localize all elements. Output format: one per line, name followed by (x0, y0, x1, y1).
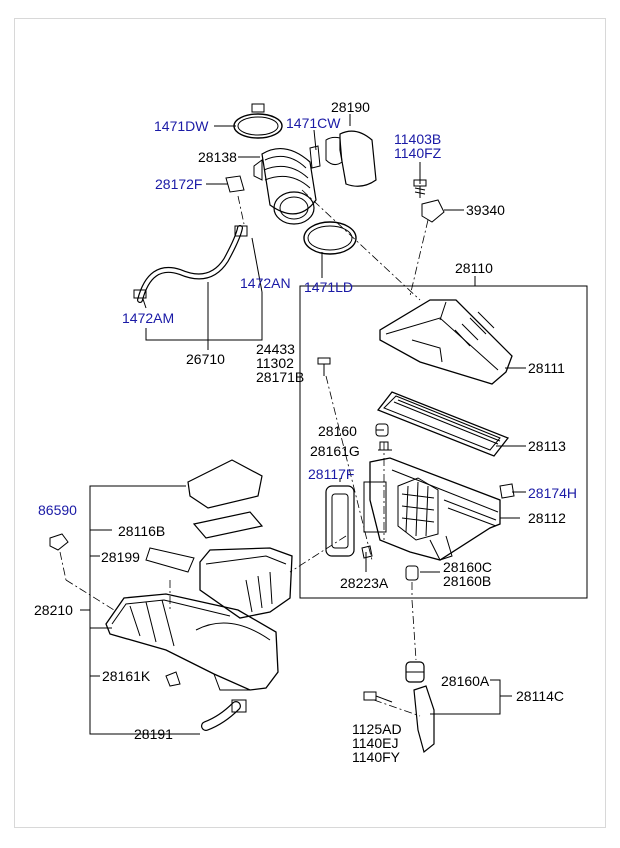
label-28161G: 28161G (310, 443, 360, 459)
seal-28199 (145, 547, 195, 573)
label-24433: 24433 (256, 341, 295, 357)
label-1140FZ: 1140FZ (394, 145, 442, 161)
clamp-1471ld (303, 221, 357, 255)
align-3 (409, 219, 429, 297)
align-11 (373, 699, 421, 717)
label-28161K: 28161K (102, 668, 151, 684)
label-28113: 28113 (528, 438, 566, 454)
label-39340: 39340 (466, 202, 505, 218)
hose-28174h (499, 483, 515, 499)
part-28223a (361, 545, 373, 559)
pin-28161g (379, 441, 389, 451)
nut-86590 (49, 533, 69, 551)
label-28111: 28111 (528, 360, 565, 376)
grommet-28160c (405, 565, 419, 581)
bolt-11403b (413, 179, 427, 198)
pad-28116b (192, 511, 264, 539)
align-2 (237, 195, 245, 225)
leader-1472AN (251, 237, 263, 293)
label-28172F: 28172F (155, 176, 203, 192)
bracket-26710 (145, 292, 263, 341)
label-28171B: 28171B (256, 369, 305, 385)
label-28112: 28112 (528, 510, 566, 526)
label-1125AD: 1125AD (352, 721, 402, 737)
hose-26710-clip (133, 289, 147, 299)
label-28160A: 28160A (441, 673, 490, 689)
label-28191: 28191 (134, 726, 173, 742)
duct-28210 (105, 547, 293, 691)
hose-28191-end (231, 699, 247, 713)
clip-1471cw (309, 145, 321, 169)
label-28160: 28160 (318, 423, 357, 439)
case-28112 (363, 457, 501, 561)
align-6 (289, 535, 347, 573)
clamp-1471dw-inner (237, 116, 279, 136)
clamp-1471ld-inner (307, 225, 353, 251)
part-28161k (165, 671, 181, 687)
bolt-1125ad (363, 691, 393, 703)
label-28138: 28138 (198, 149, 237, 165)
label-1471DW: 1471DW (154, 118, 209, 134)
label-1471CW: 1471CW (286, 115, 341, 131)
label-28117F: 28117F (308, 466, 355, 482)
bracket-28114C (430, 679, 501, 715)
label-28114C: 28114C (516, 688, 565, 704)
align-7 (59, 551, 67, 581)
label-28199: 28199 (101, 549, 140, 565)
diagram-frame (14, 18, 606, 828)
label-1471LD: 1471LD (304, 279, 354, 295)
label-26710: 26710 (186, 351, 225, 367)
label-28110: 28110 (455, 260, 493, 276)
label-28174H: 28174H (528, 485, 578, 501)
bracket-28114c (413, 685, 435, 754)
align-1 (301, 189, 421, 301)
label-86590: 86590 (38, 502, 77, 518)
connector-28172f (225, 175, 245, 193)
label-28160B: 28160B (443, 573, 492, 589)
clamp-1471dw (233, 113, 283, 139)
grommet-28160 (375, 423, 389, 437)
seal-28117f (325, 485, 355, 557)
label-28190: 28190 (331, 99, 370, 115)
label-11403B: 11403B (394, 131, 442, 147)
label-28160C: 28160C (443, 559, 493, 575)
label-28223A: 28223A (340, 575, 389, 591)
sensor-39340 (421, 199, 445, 223)
label-1140EJ: 1140EJ (352, 735, 399, 751)
label-1472AM: 1472AM (122, 310, 175, 326)
duct-28190 (325, 130, 377, 187)
label-1140FY: 1140FY (352, 749, 400, 765)
label-28116B: 28116B (118, 523, 166, 539)
hose-26710-end (234, 225, 248, 237)
filter-28113 (376, 391, 510, 457)
align-9 (411, 599, 417, 661)
hose-28138 (253, 147, 317, 225)
clamp-1471dw-screw (251, 103, 265, 113)
cover-28111 (379, 299, 513, 385)
align-8 (65, 579, 115, 611)
cover-duct (187, 459, 263, 509)
assembly-box (299, 285, 588, 599)
case-28112-port (363, 481, 387, 533)
label-1472AN: 1472AN (240, 275, 291, 291)
bolt-24433 (317, 357, 331, 376)
label-11302: 11302 (256, 355, 294, 371)
label-28210: 28210 (34, 602, 73, 618)
grommet-28160a (405, 661, 425, 683)
